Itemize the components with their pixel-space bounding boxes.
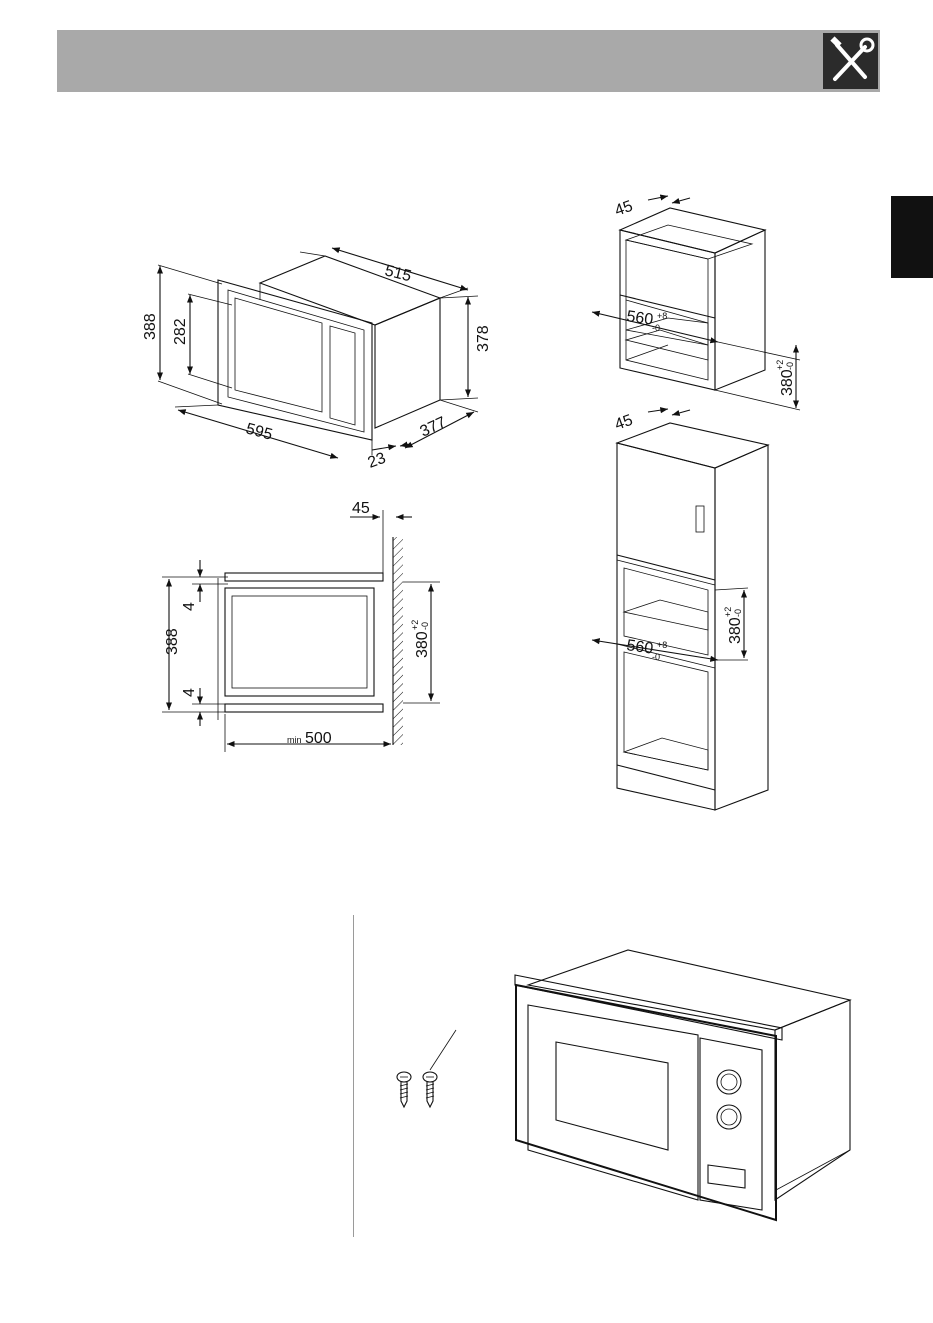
dim-560-tall-sub: -0 [652,652,660,662]
dim-388-section: 388 [164,628,181,655]
dim-595: 595 [244,420,274,443]
dim-380-tall-sub: -0 [733,609,743,617]
dim-45-section: 45 [352,500,370,517]
dim-4-top: 4 [181,602,198,611]
dim-380-section-sub: -0 [420,622,430,630]
dim-min-prefix: min [287,735,302,745]
dim-45-tall: 45 [613,412,636,434]
dim-380-tall-sup: +2 [723,607,733,617]
dim-560-tall: 560 [625,637,654,658]
oven-perspective-illustration [515,950,850,1220]
dim-282: 282 [172,318,189,345]
dim-380-section-sup: +2 [410,620,420,630]
dim-45-top: 45 [613,198,636,220]
dim-560-tall-sup: +8 [657,640,667,650]
dim-378: 378 [475,325,492,352]
dim-380-top-sub: -0 [785,362,795,370]
side-section-drawing: 45 388 4 4 380 +2 -0 min 500 [162,500,440,752]
screw-icon [397,1030,456,1107]
dim-4-bottom: 4 [181,688,198,697]
dim-23: 23 [366,450,389,472]
dim-380-section: 380 [414,631,431,658]
oven-isometric-drawing: 515 388 282 378 595 377 23 [142,248,492,472]
dim-380-tall: 380 [727,617,744,644]
dim-560-top: 560 [625,308,654,329]
dim-560-top-sup: +8 [657,311,667,321]
dim-380-top-sup: +2 [775,360,785,370]
dim-500-section: 500 [305,730,332,747]
dim-560-top-sub: -0 [652,323,660,333]
dim-388: 388 [142,313,159,340]
dim-380-top: 380 [779,369,796,396]
dim-377: 377 [418,414,449,441]
niche-tall-cabinet-drawing: 45 560 +8 -0 380 +2 -0 [592,409,768,810]
niche-wall-cabinet-drawing: 45 560 +8 -0 380 +2 -0 [592,196,800,410]
dim-515: 515 [383,262,413,285]
